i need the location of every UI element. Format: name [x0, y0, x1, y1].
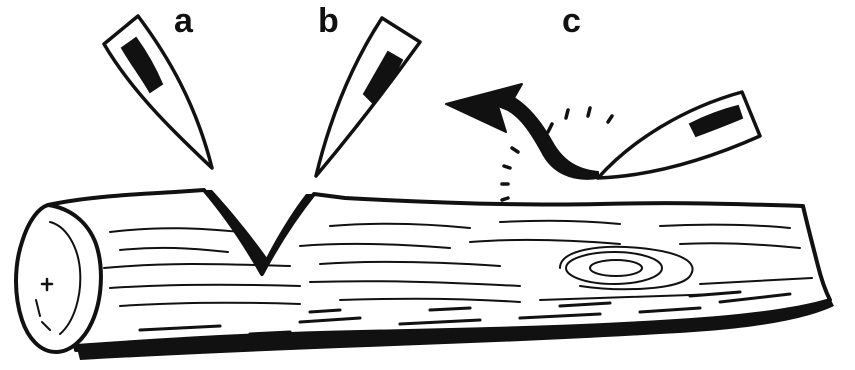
knife-b-icon: [316, 18, 420, 176]
log-end-face: [16, 205, 101, 352]
knife-a-icon: [104, 16, 212, 168]
label-b: b: [318, 4, 339, 38]
lift-arrow-shaft: [498, 98, 598, 179]
lift-arrow-icon: [446, 84, 612, 200]
knife-c-blade: [598, 92, 760, 178]
knife-a-blade: [104, 16, 212, 168]
label-a: a: [174, 4, 193, 38]
log-icon: [16, 190, 834, 360]
label-c: c: [562, 4, 581, 38]
knife-c-icon: [598, 92, 760, 178]
